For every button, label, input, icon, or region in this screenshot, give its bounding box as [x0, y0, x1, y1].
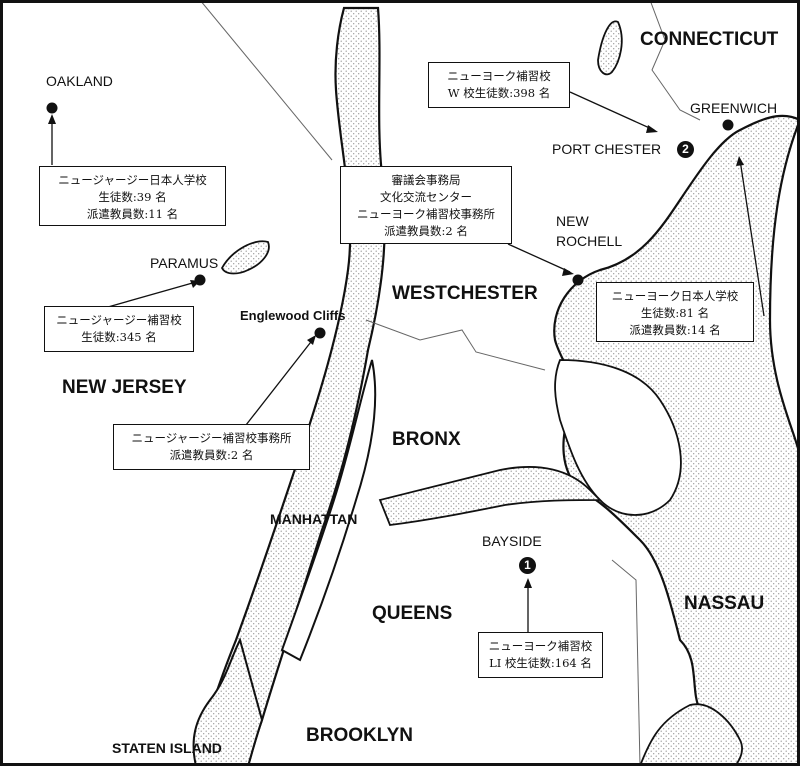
callout-line: 生徒数:345 名	[81, 330, 157, 344]
callout-council-office: 審議会事務局 文化交流センター ニューヨーク補習校事務所 派遣教員数:2 名	[340, 166, 512, 244]
region-bronx: BRONX	[392, 429, 461, 450]
callout-line: ニューヨーク補習校	[447, 69, 551, 83]
place-new-rochelle-line1: NEW	[556, 213, 589, 229]
region-brooklyn: BROOKLYN	[306, 725, 413, 746]
place-oakland: OAKLAND	[46, 73, 113, 89]
region-manhattan: MANHATTAN	[270, 511, 358, 527]
callout-line: ニューヨーク補習校	[488, 639, 593, 653]
callout-line: 派遣教員数:2 名	[384, 224, 468, 238]
callout-line: ニューヨーク補習校事務所	[357, 207, 495, 221]
place-englewood-cliffs: Englewood Cliffs	[240, 308, 346, 323]
callout-line: 生徒数:39 名	[98, 190, 167, 204]
callout-nj-hoshuko-office: ニュージャージー補習校事務所 派遣教員数:2 名	[113, 424, 310, 470]
callout-line: W 校生徒数:398 名	[447, 86, 551, 100]
east-river	[378, 466, 603, 526]
callout-line: LI 校生徒数:164 名	[489, 656, 592, 670]
callout-line: ニュージャージー補習校	[56, 313, 182, 327]
place-bayside: BAYSIDE	[482, 533, 542, 549]
callout-line: 生徒数:81 名	[640, 306, 710, 320]
region-queens: QUEENS	[372, 603, 453, 624]
callout-ny-japanese-school: ニューヨーク日本人学校 生徒数:81 名 派遣教員数:14 名	[596, 282, 754, 342]
manhattan-island	[280, 359, 377, 662]
queens-nassau-border	[611, 559, 641, 766]
lake-paramus	[220, 240, 270, 275]
bronx-peninsula	[554, 359, 682, 516]
callout-line: 審議会事務局	[391, 173, 461, 187]
nj-ny-border	[199, 0, 333, 161]
place-new-rochelle-line2: ROCHELL	[556, 233, 623, 249]
ny-ct-border	[649, 0, 701, 121]
callout-nj-japanese-school: ニュージャージー日本人学校 生徒数:39 名 派遣教員数:11 名	[39, 166, 226, 226]
lower-bay	[192, 637, 264, 766]
place-greenwich: GREENWICH	[690, 100, 778, 116]
new-rochelle-dot	[572, 274, 584, 286]
paramus-dot	[194, 274, 206, 286]
region-new-jersey: NEW JERSEY	[62, 377, 187, 398]
callout-ny-hoshuko-li: ニューヨーク補習校 LI 校生徒数:164 名	[478, 632, 603, 678]
callout-nj-hoshuko: ニュージャージー補習校 生徒数:345 名	[44, 306, 194, 352]
englewood-dot	[314, 327, 326, 339]
callout-line: ニュージャージー日本人学校	[58, 173, 207, 187]
callout-ny-hoshuko-w: ニューヨーク補習校 W 校生徒数:398 名	[428, 62, 570, 108]
lake-connecticut	[597, 20, 623, 76]
badge-bayside: 1	[519, 557, 536, 574]
region-connecticut: CONNECTICUT	[640, 29, 779, 50]
greenwich-dot	[722, 119, 734, 131]
callout-line: ニューヨーク日本人学校	[611, 289, 739, 303]
hudson-river	[194, 6, 386, 766]
region-staten-island: STATEN ISLAND	[112, 740, 222, 756]
oakland-dot	[46, 102, 58, 114]
region-westchester: WESTCHESTER	[392, 283, 538, 304]
callout-line: 派遣教員数:14 名	[629, 323, 721, 337]
badge-port-chester: 2	[677, 141, 694, 158]
callout-line: ニュージャージー補習校事務所	[131, 431, 292, 445]
callout-line: 派遣教員数:11 名	[86, 207, 179, 221]
place-port-chester: PORT CHESTER	[552, 141, 662, 157]
callout-line: 派遣教員数:2 名	[169, 448, 254, 462]
jamaica-bay	[639, 703, 743, 766]
westchester-bronx-border	[365, 319, 546, 371]
region-nassau: NASSAU	[684, 593, 765, 614]
place-paramus: PARAMUS	[150, 255, 219, 271]
callout-line: 文化交流センター	[380, 190, 472, 204]
